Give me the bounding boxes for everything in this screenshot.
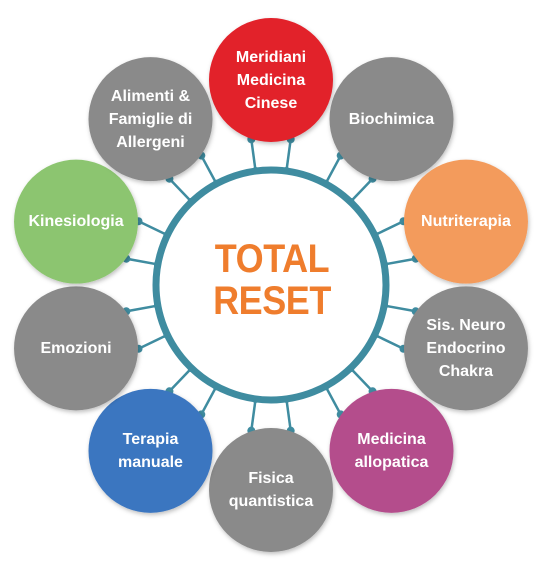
connector-line-fisica-quantistica-1 — [250, 398, 257, 431]
connector-line-biochimica-1 — [349, 177, 374, 203]
connector-line-kinesiologia-0 — [126, 257, 159, 266]
connector-line-biochimica-0 — [324, 154, 342, 185]
node-circle-meridiani — [209, 18, 333, 142]
center-ring — [152, 166, 390, 404]
node-circle-sis-neuro — [403, 286, 528, 411]
connector-line-medicina-allopatica-0 — [349, 367, 374, 393]
connector-line-alimenti-0 — [168, 177, 193, 203]
connector-line-nutriterapia-1 — [383, 257, 416, 266]
connector-line-terapia-manuale-0 — [200, 385, 218, 416]
connector-line-sis-neuro-0 — [383, 304, 416, 313]
connector-line-emozioni-0 — [137, 333, 168, 350]
node-circle-emozioni — [14, 286, 139, 411]
nodes — [14, 18, 528, 552]
connector-line-kinesiologia-1 — [137, 220, 168, 237]
node-circle-alimenti — [88, 57, 213, 182]
node-circle-medicina-allopatica — [329, 388, 454, 513]
node-circle-terapia-manuale — [88, 388, 213, 513]
connector-line-fisica-quantistica-0 — [285, 398, 292, 431]
connector-line-nutriterapia-0 — [374, 220, 405, 237]
node-circle-nutriterapia — [403, 159, 528, 284]
node-circle-kinesiologia — [14, 159, 139, 284]
connector-line-terapia-manuale-1 — [168, 367, 193, 393]
connector-line-medicina-allopatica-1 — [324, 385, 342, 416]
center-title-line1: TOTAL — [214, 237, 330, 281]
connector-line-alimenti-1 — [200, 154, 218, 185]
connector-line-emozioni-1 — [126, 304, 159, 313]
node-circle-fisica-quantistica — [209, 428, 333, 552]
center-title: TOTAL RESET — [182, 238, 362, 322]
node-circle-biochimica — [329, 57, 454, 182]
connector-line-sis-neuro-1 — [374, 333, 405, 350]
connector-line-meridiani-0 — [250, 139, 257, 172]
center-title-line2: RESET — [213, 279, 331, 323]
connector-line-meridiani-1 — [285, 139, 292, 172]
